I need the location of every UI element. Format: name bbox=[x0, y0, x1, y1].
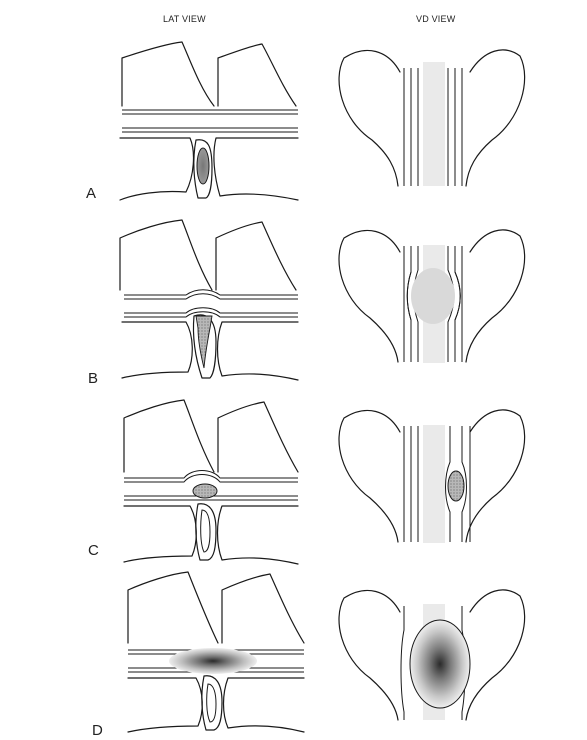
row-label-a: A bbox=[86, 185, 96, 202]
row-label-b: B bbox=[88, 370, 98, 387]
vd-view-b bbox=[339, 230, 525, 363]
row-b: B bbox=[88, 220, 525, 387]
lat-view-b bbox=[120, 220, 298, 380]
lat-view-d bbox=[128, 572, 304, 732]
row-c: C bbox=[88, 400, 525, 564]
row-a: A bbox=[86, 42, 525, 202]
lat-view-a bbox=[120, 42, 298, 200]
lat-view-label: LAT VIEW bbox=[163, 14, 206, 24]
row-label-c: C bbox=[88, 542, 99, 559]
vd-view-c bbox=[339, 410, 525, 543]
lat-view-c bbox=[124, 400, 298, 564]
row-d: D bbox=[92, 572, 525, 739]
vd-view-label: VD VIEW bbox=[416, 14, 456, 24]
vd-view-a bbox=[339, 50, 525, 186]
vd-view-d bbox=[339, 590, 525, 720]
row-label-d: D bbox=[92, 722, 103, 739]
